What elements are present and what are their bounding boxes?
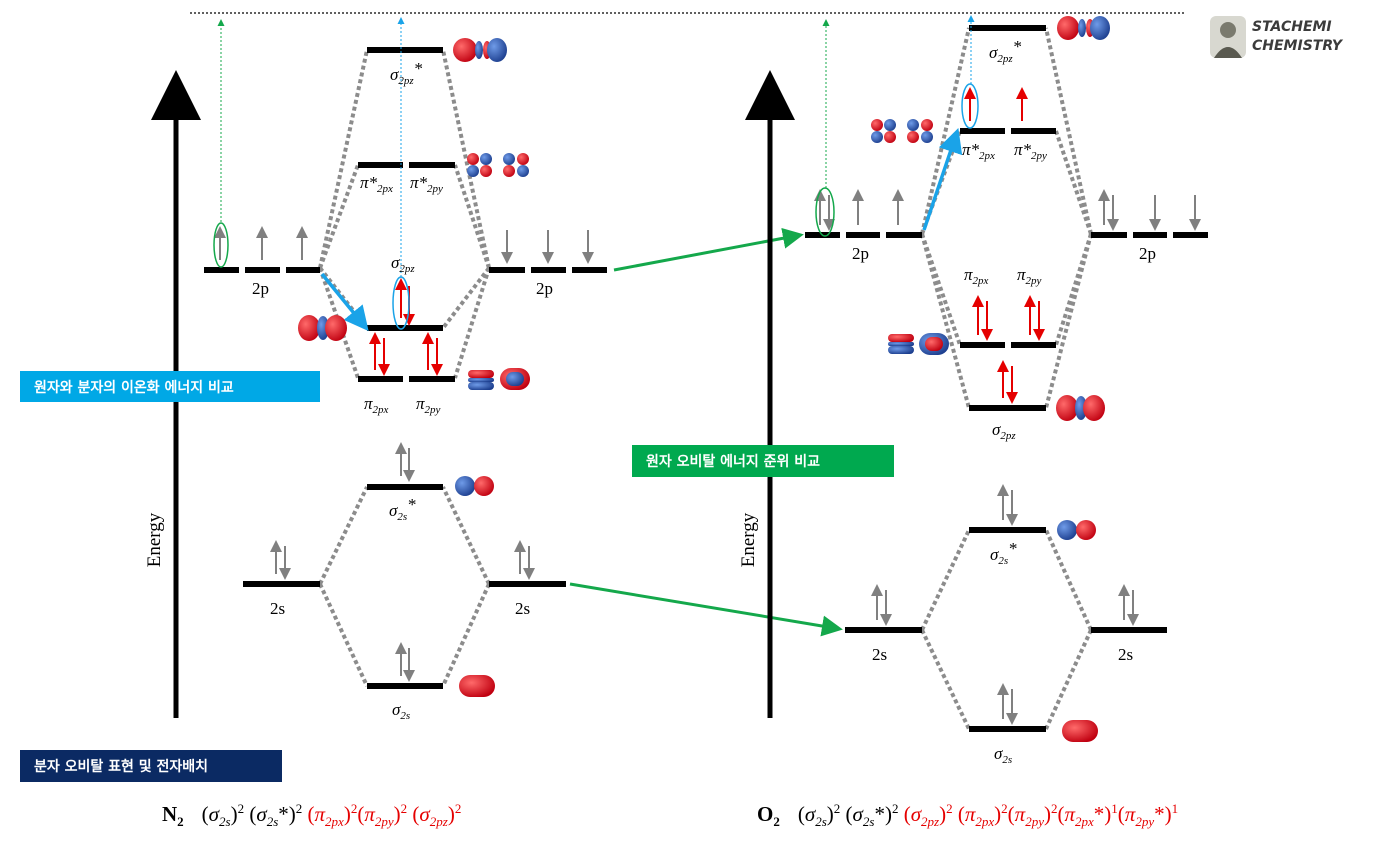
n2-sigma2s-star-orbital-icon [455, 476, 494, 496]
config-term: (π2px*)1 [1057, 801, 1118, 830]
n2-sigma2pz-star-label: σ2pz* [390, 59, 423, 87]
n2-2s-left-label: 2s [270, 599, 285, 618]
o2-sigma2pz-star-orbital-icon [1057, 16, 1110, 40]
n2-pi-orbital-icon [468, 368, 530, 390]
n2-sigma2pz-star-orbital-icon [453, 38, 507, 62]
logo-portrait-icon [1210, 16, 1246, 58]
n2-pi2py-label: π2py [416, 394, 441, 416]
n2-levels [204, 47, 607, 689]
config-term: (σ2s)2 [201, 801, 245, 830]
n2-electron-configuration: N2 (σ2s)2 (σ2s*)2 (π2px)2(π2py)2 (σ2pz)2 [162, 801, 461, 830]
o2-electrons-gray [814, 189, 1201, 725]
n2-sigma2s-orbital-icon [459, 675, 495, 697]
n2-formula: N2 [162, 802, 184, 830]
o2-2p-to-pi-star-arrow [922, 128, 963, 231]
n2-pi2px-star-label: π*2px [360, 173, 393, 195]
o2-2p-electron-highlight [815, 187, 835, 237]
o2-pi-orbital-icon [888, 333, 949, 355]
config-term: (σ2pz)2 [407, 801, 462, 830]
o2-panel: Energy [738, 15, 1208, 766]
logo-line-1: STACHEMI [1252, 19, 1332, 35]
config-term: (π2py)2 [357, 801, 408, 830]
o2-pi-star-electron-highlight [961, 83, 979, 129]
o2-pi2px-star-label: π*2px [962, 140, 995, 162]
o2-2p-right-label: 2p [1139, 244, 1156, 263]
ionization-energy-tag: 원자와 분자의 이온화 에너지 비교 [20, 371, 320, 402]
logo-line-2: CHEMISTRY [1252, 38, 1342, 54]
n2-pi2px-label: π2px [364, 394, 389, 416]
o2-2s-left-label: 2s [872, 645, 887, 664]
n2-pi2py-star-label: π*2py [410, 173, 443, 195]
config-term: (σ2s*)2 [244, 801, 303, 830]
o2-energy-axis-label: Energy [738, 512, 759, 567]
o2-electrons-red [964, 87, 1045, 404]
o2-2s-right-label: 2s [1118, 645, 1133, 664]
n2-to-o2-2p-arrow [613, 227, 804, 272]
config-term: (π2py*)1 [1117, 801, 1179, 830]
config-term: (σ2s*)2 [840, 801, 899, 830]
mo-configuration-tag: 분자 오비탈 표현 및 전자배치 [20, 750, 282, 782]
o2-sigma2pz-label: σ2pz [992, 420, 1016, 442]
o2-sigma2s-star-orbital-icon [1057, 520, 1096, 540]
n2-sigma2pz-orbital-icon [298, 315, 347, 341]
o2-pi2py-label: π2py [1017, 265, 1042, 287]
stachemi-logo: STACHEMI CHEMISTRY [1210, 14, 1370, 60]
config-term: (σ2pz)2 [898, 801, 953, 830]
o2-pi-star-orbital-icon [871, 119, 933, 143]
orbital-energy-order-tag: 원자 오비탈 에너지 준위 비교 [632, 445, 894, 477]
config-term: (σ2s)2 [797, 801, 841, 830]
n2-sigma2pz-label: σ2pz [391, 253, 415, 275]
config-term: (π2px)2 [952, 801, 1008, 830]
n2-2p-right-label: 2p [536, 279, 553, 298]
n2-panel: Energy [144, 17, 607, 722]
o2-sigma2s-orbital-icon [1062, 720, 1098, 742]
o2-levels [805, 25, 1208, 732]
o2-pi2px-label: π2px [964, 265, 989, 287]
o2-pi2py-star-label: π*2py [1014, 140, 1047, 162]
config-term: (π2py)2 [1007, 801, 1058, 830]
n2-sigma2s-label: σ2s [392, 700, 410, 722]
n2-pi-star-orbital-icon [467, 153, 529, 177]
n2-2p-electron-highlight [213, 222, 229, 268]
n2-electrons-gray [214, 226, 594, 682]
o2-2p-left-label: 2p [852, 244, 869, 263]
n2-energy-axis-label: Energy [144, 512, 165, 567]
o2-sigma2pz-orbital-icon [1056, 395, 1105, 421]
n2-2p-to-sigma2pz-arrow [320, 272, 369, 332]
n2-2s-right-label: 2s [515, 599, 530, 618]
o2-sigma2s-star-label: σ2s* [990, 539, 1017, 567]
o2-connectors [920, 27, 1093, 730]
n2-to-o2-2s-arrow [569, 582, 843, 637]
o2-sigma2pz-star-label: σ2pz* [989, 37, 1022, 65]
config-term: (π2px)2 [302, 801, 358, 830]
n2-connectors [318, 49, 491, 687]
n2-2p-left-label: 2p [252, 279, 269, 298]
o2-sigma2s-label: σ2s [994, 744, 1012, 766]
o2-formula: O2 [757, 802, 780, 830]
o2-electron-configuration: O2(σ2s)2 (σ2s*)2 (σ2pz)2 (π2px)2(π2py)2(… [757, 801, 1178, 830]
n2-sigma2s-star-label: σ2s* [389, 495, 416, 523]
n2-electrons-red [369, 278, 443, 376]
